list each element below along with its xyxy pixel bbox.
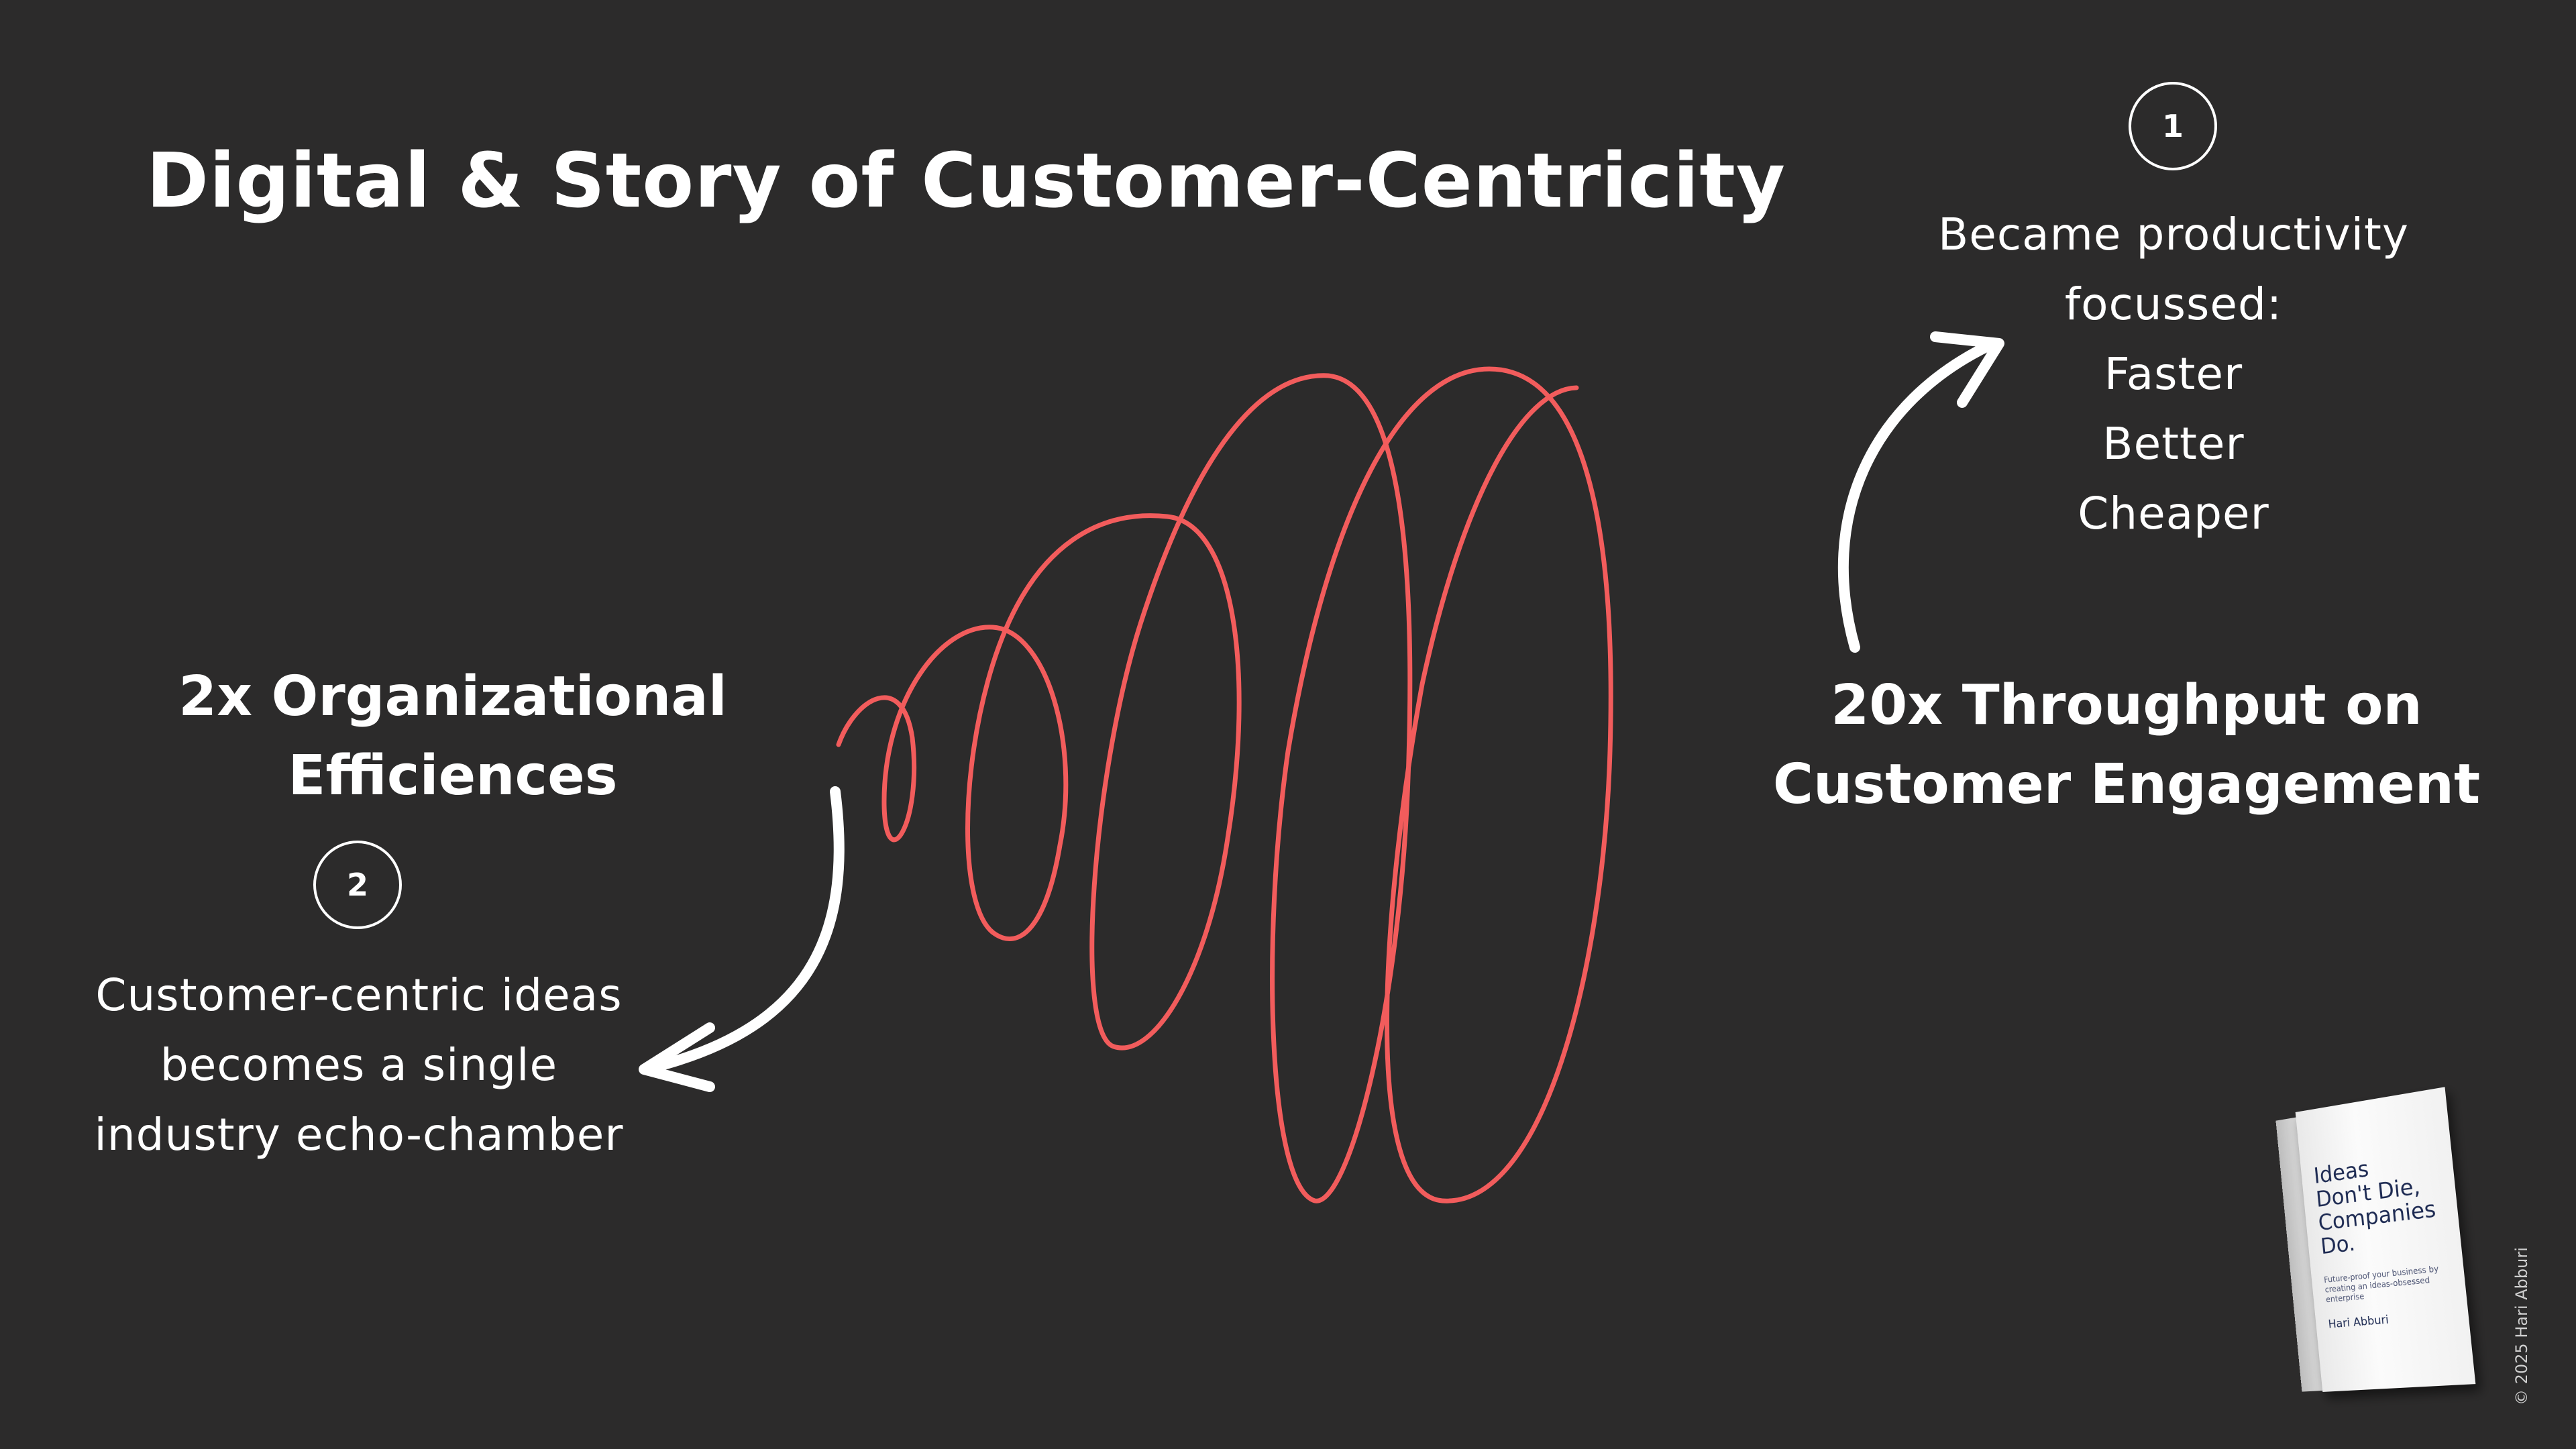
- step-badge-1: 1: [2129, 82, 2217, 170]
- right-note-line1: Became productivity: [1937, 209, 2409, 260]
- right-heading: 20x Throughput on Customer Engagement: [1731, 666, 2522, 824]
- arrow-left-head: [639, 1022, 715, 1092]
- right-note-line3: Faster: [2104, 348, 2243, 400]
- arrow-right-curve: [1837, 340, 1994, 653]
- red-spiral: [836, 366, 1613, 1203]
- right-note-line5: Cheaper: [2078, 488, 2269, 539]
- arrow-right-head: [1930, 331, 2004, 408]
- left-heading-line2: Efficiences: [288, 744, 618, 808]
- right-heading-line1: 20x Throughput on: [1831, 674, 2422, 737]
- right-note-line4: Better: [2102, 418, 2245, 470]
- spiral-path: [836, 366, 1613, 1203]
- right-heading-line2: Customer Engagement: [1772, 753, 2481, 816]
- copyright-notice: © 2025 Hari Abburi: [2512, 1247, 2531, 1405]
- left-note-line2: becomes a single: [160, 1039, 558, 1091]
- book-front: Ideas Don't Die, Companies Do. Future-pr…: [2295, 1087, 2476, 1392]
- left-note-line1: Customer-centric ideas: [95, 969, 623, 1021]
- step-badge-2: 2: [313, 841, 402, 929]
- book-title: Ideas Don't Die, Companies Do.: [2312, 1146, 2450, 1259]
- book-subtitle: Future-proof your business by creating a…: [2323, 1264, 2439, 1305]
- book-author: Hari Abburi: [2327, 1313, 2390, 1332]
- left-heading-line1: 2x Organizational: [178, 665, 727, 729]
- left-heading: 2x Organizational Efficiences: [154, 657, 751, 816]
- arrow-left-curve: [645, 786, 845, 1073]
- right-note: Became productivity focussed: Faster Bet…: [1865, 200, 2482, 549]
- right-note-line2: focussed:: [2064, 278, 2283, 330]
- left-note: Customer-centric ideas becomes a single …: [54, 961, 664, 1170]
- book-cover-image: Ideas Don't Die, Companies Do. Future-pr…: [2275, 1087, 2476, 1393]
- page-title: Digital & Story of Customer-Centricity: [146, 138, 1786, 225]
- left-note-line3: industry echo-chamber: [94, 1109, 624, 1161]
